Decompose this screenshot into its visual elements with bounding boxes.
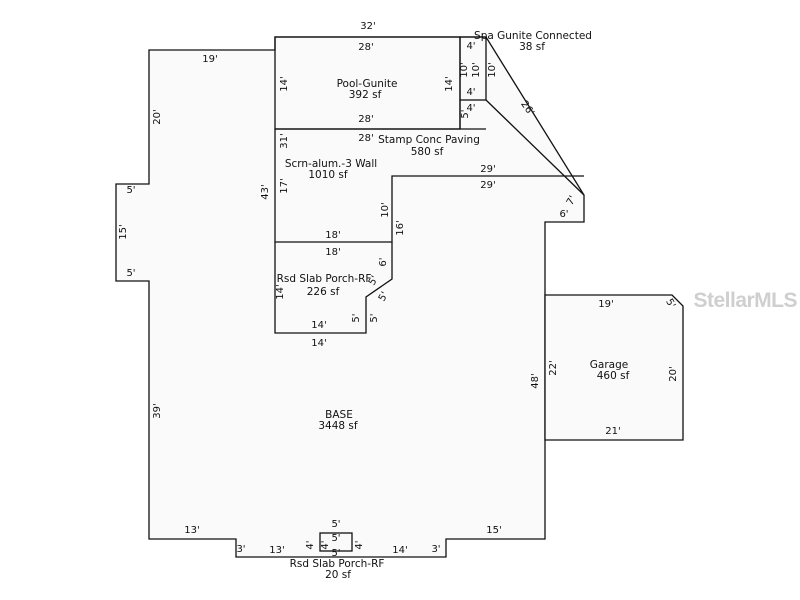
dimension-label: 5' bbox=[460, 109, 471, 118]
dimension-label: 28' bbox=[358, 42, 373, 53]
dimension-label: 14' bbox=[392, 545, 407, 556]
dimension-label: 4' bbox=[305, 540, 316, 549]
dimension-label: 13' bbox=[184, 525, 199, 536]
dimension-label: 14' bbox=[279, 76, 290, 91]
dimension-label: 15' bbox=[118, 224, 129, 239]
dimension-label: 20' bbox=[668, 366, 679, 381]
dimension-label: 31' bbox=[279, 133, 290, 148]
garage-outline bbox=[544, 294, 684, 441]
rear-porch-area: 226 sf bbox=[307, 286, 340, 298]
dimension-label: 14' bbox=[311, 320, 326, 331]
pool-label: Pool-Gunite bbox=[337, 78, 398, 90]
spa-label: Spa Gunite Connected bbox=[474, 30, 592, 42]
dimension-label: 4' bbox=[320, 540, 331, 549]
dimension-label: 5' bbox=[331, 519, 340, 530]
garage-label: Garage bbox=[590, 359, 628, 371]
dimension-label: 6' bbox=[559, 209, 568, 220]
dimension-label: 14' bbox=[311, 338, 326, 349]
dimension-label: 3' bbox=[236, 544, 245, 555]
dimension-label: 4' bbox=[466, 41, 475, 52]
front-porch-outline bbox=[319, 532, 353, 552]
base-outline bbox=[115, 36, 585, 558]
dimension-label: 29' bbox=[480, 180, 495, 191]
spa-area: 38 sf bbox=[519, 41, 545, 53]
screen-area: 1010 sf bbox=[308, 169, 348, 181]
rear-porch-outline bbox=[274, 242, 393, 334]
garage-area: 460 sf bbox=[597, 370, 630, 382]
dimension-label: 4' bbox=[466, 103, 475, 114]
front-porch-area: 20 sf bbox=[325, 569, 351, 581]
dimension-label: 29' bbox=[480, 164, 495, 175]
dimension-label: 10' bbox=[487, 62, 498, 77]
dimension-label: 39' bbox=[152, 403, 163, 418]
dimension-label: 43' bbox=[260, 184, 271, 199]
dimension-label: 18' bbox=[325, 230, 340, 241]
dimension-label: 48' bbox=[530, 373, 541, 388]
dimension-label: 15' bbox=[486, 525, 501, 536]
dimension-label: 10' bbox=[380, 202, 391, 217]
dimension-label: 5' bbox=[126, 185, 135, 196]
dimension-label: 13' bbox=[269, 545, 284, 556]
paving-label: Stamp Conc Paving bbox=[378, 134, 480, 146]
base-area: 3448 sf bbox=[318, 420, 358, 432]
dimension-labels: 32' 28' 4' 10' 10' 10' 4' 4' 14' 14' 28'… bbox=[118, 21, 679, 559]
paving-area: 580 sf bbox=[411, 146, 444, 158]
dimension-label: 5' bbox=[126, 268, 135, 279]
screen-label: Scrn-alum.-3 Wall bbox=[285, 158, 377, 170]
dimension-label: 5' bbox=[331, 533, 340, 544]
dimension-label: 14' bbox=[444, 76, 455, 91]
dimension-label: 22' bbox=[548, 360, 559, 375]
rear-porch-label: Rsd Slab Porch-RF bbox=[277, 273, 372, 285]
watermark: StellarMLS bbox=[693, 289, 797, 312]
dimension-label: 21' bbox=[605, 426, 620, 437]
pool-area: 392 sf bbox=[349, 89, 382, 101]
dimension-label: 28' bbox=[358, 114, 373, 125]
dimension-label: 10' bbox=[471, 62, 482, 77]
dimension-label: 19' bbox=[202, 54, 217, 65]
dimension-label: 20' bbox=[152, 109, 163, 124]
dimension-label: 18' bbox=[325, 247, 340, 258]
dimension-label: 5' bbox=[369, 313, 380, 322]
dimension-label: 16' bbox=[395, 220, 406, 235]
dimension-label: 6' bbox=[378, 257, 389, 266]
dimension-label: 4' bbox=[354, 540, 365, 549]
front-porch-label: Rsd Slab Porch-RF bbox=[290, 558, 385, 570]
base-label: BASE bbox=[325, 409, 353, 421]
dimension-label: 5' bbox=[331, 548, 340, 559]
dimension-label: 3' bbox=[431, 544, 440, 555]
dimension-label: 17' bbox=[279, 178, 290, 193]
dimension-label: 5' bbox=[351, 313, 362, 322]
dimension-label: 32' bbox=[360, 21, 375, 32]
dimension-label: 28' bbox=[358, 133, 373, 144]
spa-outline bbox=[459, 36, 487, 101]
dimension-label: 19' bbox=[598, 299, 613, 310]
dimension-label: 10' bbox=[459, 62, 470, 77]
dimension-label: 4' bbox=[466, 87, 475, 98]
dimension-label: 14' bbox=[275, 284, 286, 299]
